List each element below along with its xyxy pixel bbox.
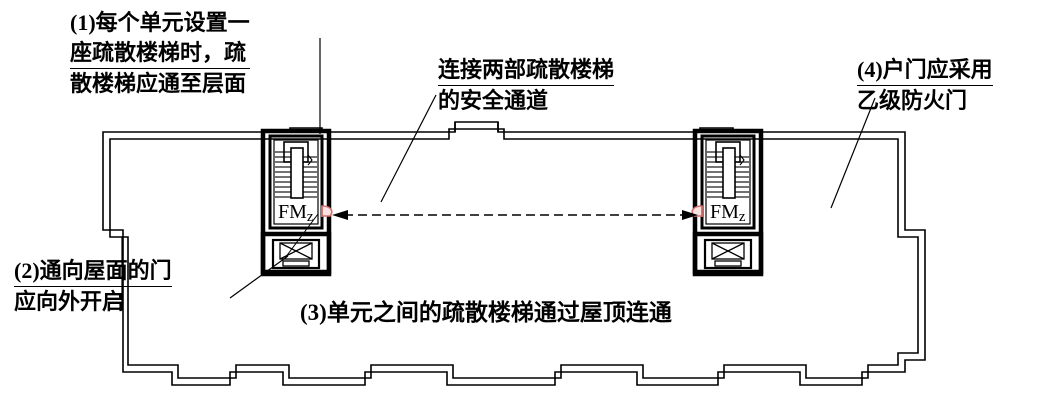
left-stair-chamber-wall [268, 134, 324, 230]
right-stair-direction-arrow [739, 154, 745, 166]
building-outline-inner [109, 128, 919, 379]
note-2-line-2: 应向外开启 [14, 289, 125, 314]
right-stair-chamber-inner [705, 139, 751, 225]
left-roof-vestibule-inner [271, 238, 321, 270]
note-1-line-1: (1)每个单元设置一 [70, 10, 250, 35]
annotation-note-connector: 连接两部疏散楼梯 的安全通道 [438, 55, 615, 116]
leader-line-note-2 [229, 255, 289, 299]
leader-line-note-connector [380, 94, 437, 203]
left-fire-door-symbol [321, 205, 333, 217]
right-stairwell [691, 128, 764, 277]
note-4-line-1: (4)户门应采用 [857, 55, 993, 86]
note-1-line-2: 座疏散楼梯时，疏 [70, 38, 250, 69]
left-roof-door-cross-b [279, 242, 313, 260]
right-stair-treads-left [707, 151, 723, 198]
leader-line-fire-door-left [284, 213, 319, 259]
note-connector-line-2: 的安全通道 [438, 88, 549, 113]
note-2-line-1: (2)通向屋面的门 [14, 256, 172, 287]
leader-line-note-4 [830, 97, 876, 209]
connector-arrow-head-left [332, 210, 348, 220]
annotation-note-2: (2)通向屋面的门 应向外开启 [14, 256, 172, 317]
annotation-note-1: (1)每个单元设置一 座疏散楼梯时，疏 散楼梯应通至层面 [70, 8, 250, 99]
annotation-note-4: (4)户门应采用 乙级防火门 [857, 55, 993, 116]
note-3-line-1: (3)单元之间的疏散楼梯通过屋顶连通 [300, 300, 672, 325]
building-outline-outer [102, 121, 926, 386]
note-1-line-3: 散楼梯应通至层面 [70, 71, 247, 96]
right-stair-chamber-wall [700, 134, 756, 230]
left-stair-direction-arrow [307, 154, 313, 166]
left-stair-flight-shaft [290, 147, 304, 199]
right-stair-door-label: FMz [710, 201, 746, 225]
right-roof-door-box [711, 242, 745, 260]
left-stair-door-label: FMz [278, 201, 314, 225]
annotation-note-3: (3)单元之间的疏散楼梯通过屋顶连通 [300, 298, 672, 328]
note-connector-line-1: 连接两部疏散楼梯 [438, 55, 615, 86]
right-stair-treads-right [735, 156, 749, 198]
note-4-line-2: 乙级防火门 [857, 88, 968, 113]
left-roof-door-leaf [282, 260, 310, 267]
right-roof-vestibule-inner [703, 238, 753, 270]
left-stair-treads-left [275, 151, 291, 198]
connector-arrow-head-right [682, 210, 698, 220]
right-roof-door-leaf [714, 260, 742, 267]
left-stairwell [260, 128, 333, 277]
right-roof-door-cross-b [711, 242, 745, 260]
left-stair-chamber-inner [273, 139, 319, 225]
right-stair-flight-shaft [722, 147, 736, 199]
connector-arrow [332, 210, 698, 220]
right-roof-vestibule-outer [692, 231, 764, 277]
left-roof-vestibule-outer [260, 231, 332, 277]
